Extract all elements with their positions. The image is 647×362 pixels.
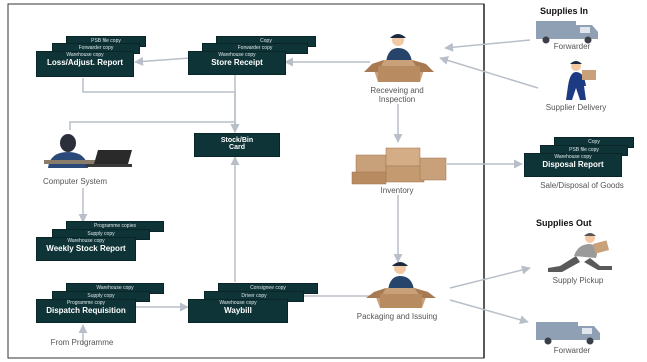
weekly-title: Weekly Stock Report (46, 244, 126, 253)
store-receipt: Warehouse copy Store Receipt (188, 51, 286, 75)
inventory-boxes-icon (351, 147, 447, 185)
waybill-layer-3: Warehouse copy (219, 300, 257, 306)
delivery-man-icon (566, 61, 596, 100)
loss-title: Loss/Adjust. Report (46, 58, 123, 67)
packaging-caption: Packaging and Issuing (356, 312, 438, 321)
receiving-caption: Receveing and Inspection (370, 86, 424, 104)
arrow-loss-to-stock (82, 78, 240, 133)
truck-out-icon (536, 322, 600, 345)
arrow-packaging-to-pickup (449, 265, 531, 289)
from-programme-caption: From Programme (50, 338, 114, 347)
dispatch-title: Dispatch Requisition (46, 306, 126, 315)
supplier-delivery-caption: Supplier Delivery (545, 103, 607, 112)
forwarder-in-caption: Forwarder (553, 42, 591, 51)
weekly-stock-report: Warehouse copy Weekly Stock Report (36, 237, 136, 261)
disposal-report: Warehouse copy Disposal Report (524, 153, 622, 177)
supplies-in-heading: Supplies In (540, 6, 589, 16)
computer-system-caption: Computer System (42, 177, 108, 186)
waybill-title: Waybill (224, 306, 252, 315)
store-title: Store Receipt (211, 58, 263, 67)
disposal-title: Disposal Report (542, 160, 604, 169)
arrow-packaging-to-forwarder (449, 299, 529, 325)
truck-in-icon (536, 21, 598, 44)
arrow-store-to-loss (134, 56, 191, 66)
supply-pickup-caption: Supply Pickup (552, 276, 604, 285)
computer-user-icon (44, 134, 132, 168)
supplies-out-heading: Supplies Out (536, 218, 592, 228)
loss-layer-3: Warehouse copy (66, 52, 104, 58)
loss-adjust-report: Warehouse copy Loss/Adjust. Report (36, 51, 134, 77)
sale-disposal-caption: Sale/Disposal of Goods (540, 181, 624, 190)
dispatch-requisition: Programme copy Dispatch Requisition (36, 299, 136, 323)
inventory-caption: Inventory (380, 186, 414, 195)
waybill: Warehouse copy Waybill (188, 299, 288, 323)
arrow-forwarder-to-receiving (444, 39, 531, 52)
arrow-computer-to-stock (69, 121, 240, 133)
packaging-worker-icon (366, 262, 436, 308)
receiving-worker-icon (364, 34, 434, 82)
stock-bin-card: Stock/Bin Card (194, 133, 280, 157)
stock-title: Stock/Bin Card (220, 137, 254, 151)
forwarder-out-caption: Forwarder (553, 346, 591, 355)
arrow-supplier-to-receiving (439, 56, 539, 89)
store-layer-3: Warehouse copy (218, 52, 256, 58)
disposal-layer-3: Warehouse copy (554, 154, 592, 160)
flow-arrows (69, 39, 539, 345)
pickup-runner-icon (548, 233, 612, 272)
weekly-layer-3: Warehouse copy (67, 238, 105, 244)
dispatch-layer-3: Programme copy (66, 300, 106, 306)
